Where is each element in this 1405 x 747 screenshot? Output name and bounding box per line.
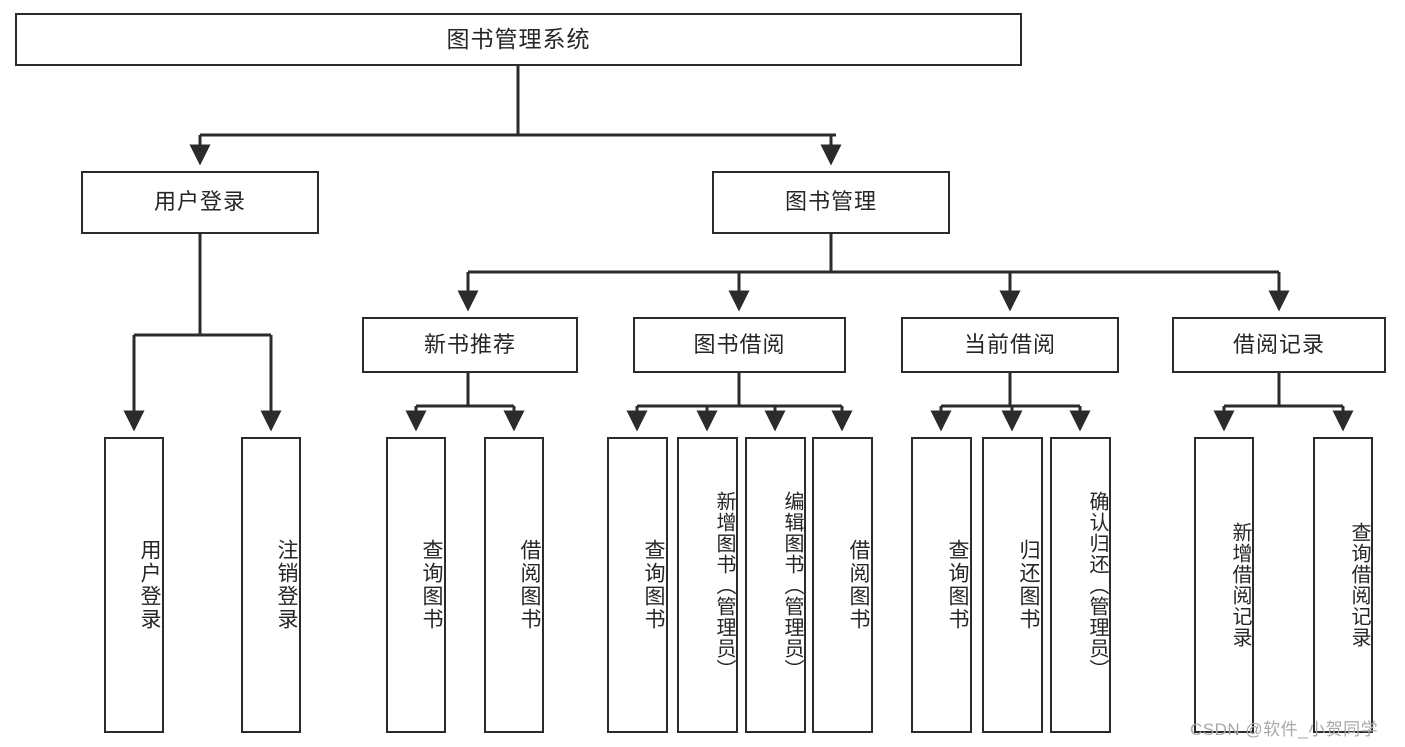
node-leaf-borrow-book-new[interactable]: 借阅图书	[484, 437, 544, 733]
node-label: 图书借阅	[693, 331, 786, 357]
node-label: 借阅图书	[847, 539, 870, 631]
node-leaf-add-borrow-record[interactable]: 新增借阅记录	[1194, 437, 1254, 733]
node-label: 借阅记录	[1232, 331, 1325, 357]
node-leaf-borrow-book[interactable]: 借阅图书	[812, 437, 873, 733]
node-user-login[interactable]: 用户登录	[81, 171, 319, 234]
node-book-management-system[interactable]: 图书管理系统	[15, 13, 1022, 66]
node-leaf-query-book-new[interactable]: 查询图书	[386, 437, 446, 733]
node-book-management[interactable]: 图书管理	[712, 171, 950, 234]
node-label: 图书管理	[784, 189, 877, 215]
node-leaf-add-book-admin[interactable]: 新增图书（管理员）	[677, 437, 738, 733]
node-label: 查询借阅记录	[1348, 522, 1370, 648]
node-label: 当前借阅	[963, 331, 1056, 357]
node-label: 新增图书（管理员）	[713, 490, 735, 680]
node-leaf-query-borrow-record[interactable]: 查询借阅记录	[1313, 437, 1373, 733]
node-label: 借阅图书	[518, 539, 541, 631]
node-label: 新增借阅记录	[1229, 522, 1251, 648]
node-leaf-user-login[interactable]: 用户登录	[104, 437, 164, 733]
node-label: 图书管理系统	[446, 25, 591, 52]
node-label: 编辑图书（管理员）	[781, 490, 803, 680]
node-label: 查询图书	[946, 539, 969, 631]
node-label: 用户登录	[153, 189, 246, 215]
node-book-borrow[interactable]: 图书借阅	[633, 317, 846, 373]
node-label: 用户登录	[138, 539, 161, 631]
node-leaf-confirm-return-admin[interactable]: 确认归还（管理员）	[1050, 437, 1111, 733]
csdn-watermark: CSDN @软件_小贺同学	[1190, 720, 1379, 739]
node-new-book-recommend[interactable]: 新书推荐	[362, 317, 578, 373]
node-label: 归还图书	[1017, 539, 1040, 631]
node-label: 查询图书	[420, 539, 443, 631]
node-label: 确认归还（管理员）	[1086, 490, 1108, 680]
node-leaf-edit-book-admin[interactable]: 编辑图书（管理员）	[745, 437, 806, 733]
node-label: 新书推荐	[423, 331, 516, 357]
node-label: 查询图书	[642, 539, 665, 631]
node-leaf-query-book[interactable]: 查询图书	[607, 437, 668, 733]
node-leaf-logout[interactable]: 注销登录	[241, 437, 301, 733]
node-leaf-query-book-current[interactable]: 查询图书	[911, 437, 972, 733]
node-label: 注销登录	[275, 539, 298, 631]
node-current-borrow[interactable]: 当前借阅	[901, 317, 1119, 373]
node-leaf-return-book[interactable]: 归还图书	[982, 437, 1043, 733]
node-borrow-record[interactable]: 借阅记录	[1172, 317, 1386, 373]
